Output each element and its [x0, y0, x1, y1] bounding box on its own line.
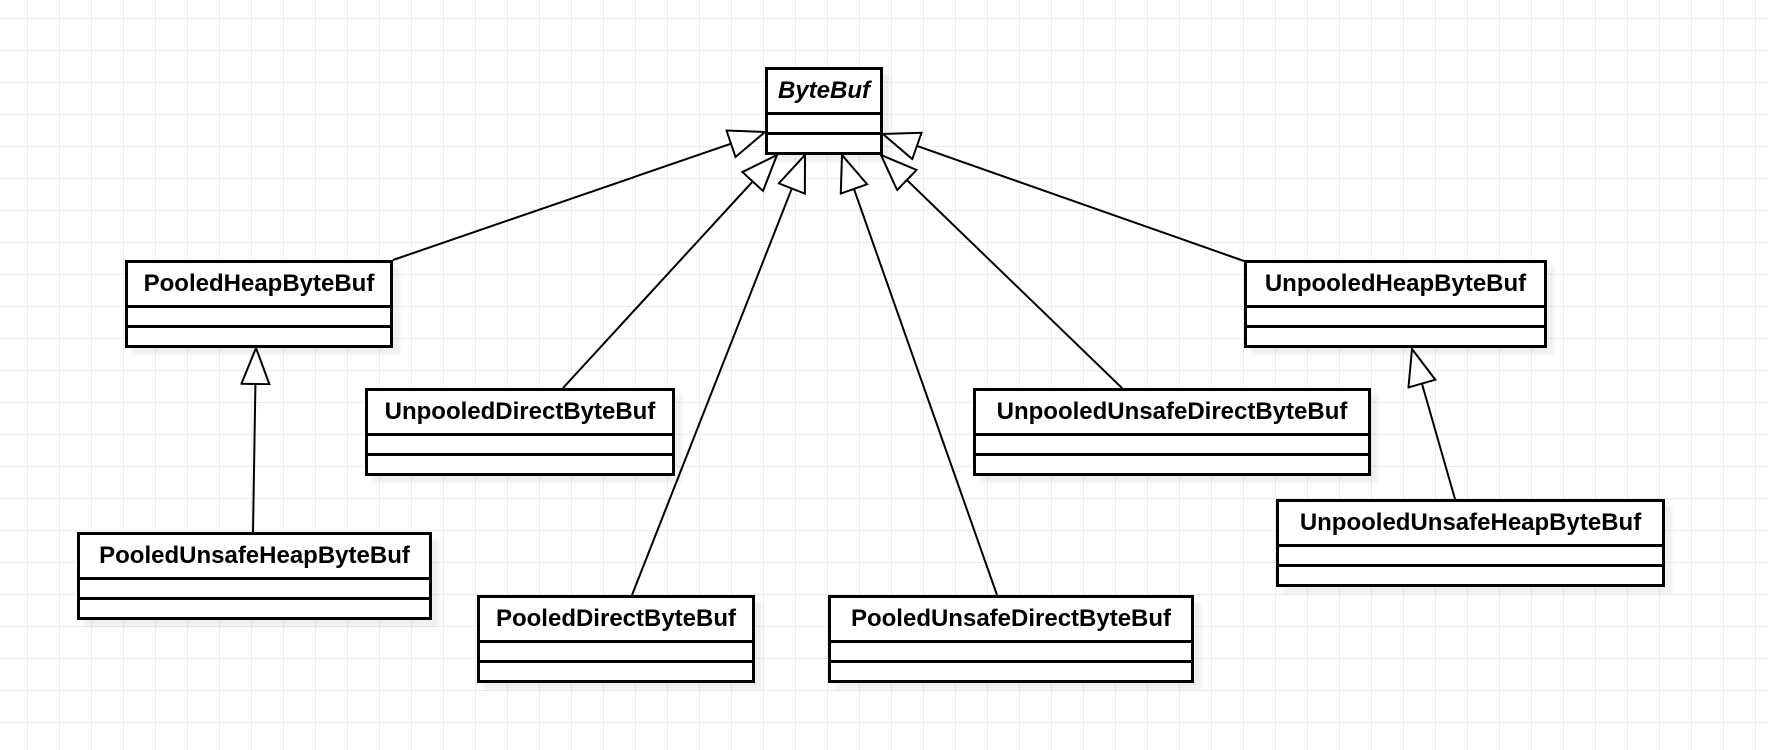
attributes-compartment: [128, 305, 390, 325]
methods-compartment: [768, 132, 880, 152]
edge-PooledUnsafeHeapByteBuf-extends-PooledHeapByteBuf[interactable]: [253, 348, 256, 533]
class-box-UnpooledDirectByteBuf[interactable]: UnpooledDirectByteBuf: [365, 388, 675, 476]
attributes-compartment: [368, 433, 672, 453]
methods-compartment: [368, 453, 672, 473]
class-name-label: PooledUnsafeDirectByteBuf: [850, 605, 1172, 632]
attributes-compartment: [80, 577, 429, 597]
class-box-UnpooledHeapByteBuf[interactable]: UnpooledHeapByteBuf: [1244, 260, 1547, 348]
class-name-label: UnpooledUnsafeHeapByteBuf: [1299, 509, 1642, 536]
class-name-label: UnpooledDirectByteBuf: [384, 398, 656, 425]
edge-UnpooledUnsafeDirectByteBuf-extends-ByteBuf[interactable]: [881, 155, 1123, 389]
edge-PooledUnsafeDirectByteBuf-extends-ByteBuf[interactable]: [842, 155, 998, 596]
class-name-label: PooledUnsafeHeapByteBuf: [99, 542, 410, 569]
class-box-PooledUnsafeDirectByteBuf[interactable]: PooledUnsafeDirectByteBuf: [828, 595, 1194, 683]
edge-UnpooledHeapByteBuf-extends-ByteBuf[interactable]: [883, 134, 1245, 262]
attributes-compartment: [976, 433, 1368, 453]
edge-UnpooledUnsafeHeapByteBuf-extends-UnpooledHeapByteBuf[interactable]: [1412, 349, 1456, 500]
edge-UnpooledDirectByteBuf-extends-ByteBuf[interactable]: [562, 155, 777, 389]
class-name-label: UnpooledUnsafeDirectByteBuf: [996, 398, 1348, 425]
class-name-label: ByteBuf: [777, 77, 870, 104]
methods-compartment: [128, 325, 390, 345]
class-box-ByteBuf[interactable]: ByteBuf: [765, 67, 883, 155]
methods-compartment: [831, 660, 1191, 680]
attributes-compartment: [480, 640, 752, 660]
attributes-compartment: [1247, 305, 1544, 325]
class-box-PooledHeapByteBuf[interactable]: PooledHeapByteBuf: [125, 260, 393, 348]
methods-compartment: [976, 453, 1368, 473]
class-name-label: PooledDirectByteBuf: [495, 605, 737, 632]
class-box-PooledDirectByteBuf[interactable]: PooledDirectByteBuf: [477, 595, 755, 683]
methods-compartment: [1279, 564, 1662, 584]
edge-PooledDirectByteBuf-extends-ByteBuf[interactable]: [631, 155, 805, 596]
attributes-compartment: [1279, 544, 1662, 564]
class-box-UnpooledUnsafeDirectByteBuf[interactable]: UnpooledUnsafeDirectByteBuf: [973, 388, 1371, 476]
class-box-PooledUnsafeHeapByteBuf[interactable]: PooledUnsafeHeapByteBuf: [77, 532, 432, 620]
class-box-UnpooledUnsafeHeapByteBuf[interactable]: UnpooledUnsafeHeapByteBuf: [1276, 499, 1665, 587]
class-name-label: PooledHeapByteBuf: [143, 270, 375, 297]
methods-compartment: [1247, 325, 1544, 345]
edge-PooledHeapByteBuf-extends-ByteBuf[interactable]: [392, 132, 765, 261]
methods-compartment: [480, 660, 752, 680]
methods-compartment: [80, 597, 429, 617]
class-name-label: UnpooledHeapByteBuf: [1264, 270, 1527, 297]
attributes-compartment: [768, 112, 880, 132]
attributes-compartment: [831, 640, 1191, 660]
